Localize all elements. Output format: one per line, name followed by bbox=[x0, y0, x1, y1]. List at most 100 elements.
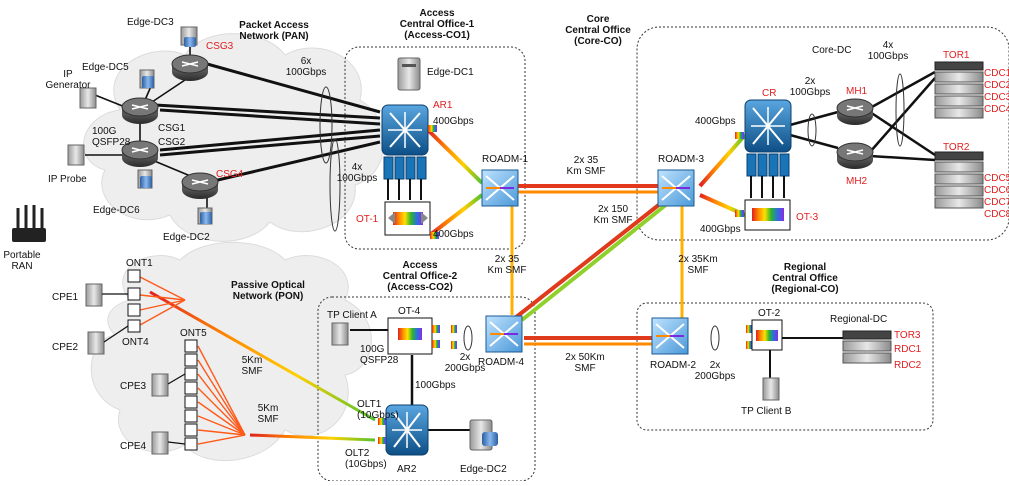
cdc-top-label-line-4: CDC4 bbox=[984, 104, 1009, 115]
tor1-label: TOR1 bbox=[943, 50, 970, 61]
cdc-top-label-line-1: CDC1 bbox=[984, 68, 1009, 79]
core-title-line-2: Central Office bbox=[565, 25, 631, 36]
cpe3-device bbox=[151, 373, 169, 397]
roadm1-label: ROADM-1 bbox=[482, 154, 529, 165]
ot1-400g-label: 400Gbps bbox=[433, 229, 474, 240]
ip-probe-device bbox=[67, 144, 85, 166]
pon-split-b bbox=[197, 345, 246, 445]
csg3-label: CSG3 bbox=[206, 41, 234, 52]
mh-tor-4x-label-line-2: 100Gbps bbox=[868, 51, 909, 62]
rdc1-label: RDC1 bbox=[894, 344, 922, 355]
edge-dc1-label: Edge-DC1 bbox=[427, 67, 474, 78]
regional-dc-title: Regional-DC bbox=[830, 314, 887, 325]
cdc-bot-label-line-2: CDC6 bbox=[984, 185, 1009, 196]
ip-generator-device bbox=[79, 87, 97, 109]
ar1-bundle-marker bbox=[329, 138, 341, 232]
csg3-router[interactable] bbox=[171, 54, 209, 81]
r3-r4-smf-label-line-1: 2x 150 bbox=[598, 204, 628, 215]
csg4-router[interactable] bbox=[181, 172, 219, 199]
edge-dc5-label: Edge-DC5 bbox=[82, 62, 129, 73]
roadm2-node[interactable] bbox=[651, 317, 689, 355]
edge-dc2-server bbox=[197, 207, 213, 225]
tor3-label: TOR3 bbox=[894, 330, 921, 341]
cr-mh-2x-label-line-1: 2x bbox=[805, 76, 816, 87]
roadm1-node[interactable] bbox=[481, 169, 519, 207]
edge-dc3-label: Edge-DC3 bbox=[127, 17, 174, 28]
cpe1-device bbox=[85, 283, 103, 307]
rdc2-label: RDC2 bbox=[894, 360, 922, 371]
tor3-rack bbox=[842, 330, 892, 364]
mh2-router[interactable] bbox=[836, 142, 874, 169]
pon-title-line-2: Network (PON) bbox=[233, 291, 304, 302]
optical-links bbox=[149, 128, 747, 442]
olt1-label-line-1: OLT1 bbox=[357, 399, 382, 410]
ot2-2x-label-line-2: 200Gbps bbox=[695, 371, 736, 382]
ot4-2x-label-line-1: 2x bbox=[460, 352, 471, 363]
pon-5km-b-label-line-1: 5Km bbox=[258, 403, 279, 414]
ot3-400g-label: 400Gbps bbox=[700, 224, 741, 235]
edge-dc3-server bbox=[180, 26, 198, 47]
ar1-router[interactable] bbox=[381, 104, 429, 156]
tp-client-b-label: TP Client B bbox=[741, 406, 792, 417]
coredc-bundle-b bbox=[895, 73, 905, 147]
core-dc-title: Core-DC bbox=[812, 45, 851, 56]
aco1-title-line-3: (Access-CO1) bbox=[404, 30, 470, 41]
pon-5km-a-label-line-2: SMF bbox=[241, 366, 262, 377]
cdc-bot-label-line-3: CDC7 bbox=[984, 197, 1009, 208]
aco2-title-line-1: Access bbox=[402, 260, 437, 271]
r4-r2-smf-label-line-2: SMF bbox=[574, 363, 595, 374]
tp-client-a-device bbox=[331, 322, 349, 346]
edge-dc2-label: Edge-DC2 bbox=[163, 232, 210, 243]
ar2-router[interactable] bbox=[378, 404, 429, 456]
ot2-label: OT-2 bbox=[758, 308, 781, 319]
roadm3-node[interactable] bbox=[657, 169, 695, 207]
ot3-transponder[interactable] bbox=[744, 199, 791, 231]
cpe2-label: CPE2 bbox=[52, 342, 79, 353]
ot3-label: OT-3 bbox=[796, 212, 819, 223]
olt2-label-line-1: OLT2 bbox=[345, 448, 370, 459]
qsfp28-pan-label-line-1: 100G bbox=[92, 126, 117, 137]
portable-ran-label-line-2: RAN bbox=[11, 261, 32, 272]
csg1-router[interactable] bbox=[121, 97, 159, 124]
tor2-rack bbox=[934, 151, 984, 209]
ot1-label: OT-1 bbox=[356, 214, 379, 225]
rco-title-line-2: Central Office bbox=[772, 273, 838, 284]
r1-r4-smf-label-line-1: 2x 35 bbox=[495, 254, 520, 265]
cpe4-label: CPE4 bbox=[120, 441, 147, 452]
portable-ran-device bbox=[12, 205, 46, 242]
ar1-4x-label-line-2: 100Gbps bbox=[337, 173, 378, 184]
ont-column-a bbox=[127, 269, 141, 333]
cr-400g-label: 400Gbps bbox=[695, 116, 736, 127]
portable-ran-label-line-1: Portable bbox=[3, 250, 41, 261]
csg2-router[interactable] bbox=[121, 140, 159, 167]
cpe2-device bbox=[87, 331, 105, 355]
roadm4-node[interactable] bbox=[485, 315, 523, 353]
cpe-links bbox=[102, 293, 186, 445]
aco1-title-line-2: Central Office-1 bbox=[400, 19, 475, 30]
core-co-box bbox=[636, 26, 1009, 241]
aco2-title-line-3: (Access-CO2) bbox=[387, 282, 453, 293]
rco-box bbox=[636, 302, 934, 431]
qsfp28-pan-label-line-2: QSFP28 bbox=[92, 137, 131, 148]
pon-split-a bbox=[139, 276, 186, 326]
olt1-label-line-2: (10Gbps) bbox=[357, 410, 399, 421]
csg2-label: CSG2 bbox=[158, 137, 186, 148]
cr-line-card-ports bbox=[750, 176, 785, 198]
ont5-label: ONT5 bbox=[180, 328, 207, 339]
qsfp28-aco2-label-line-2: QSFP28 bbox=[360, 355, 399, 366]
pan-bundle-marker bbox=[319, 86, 333, 164]
cdc-bot-label-line-4: CDC8 bbox=[984, 209, 1009, 220]
core-title-line-1: Core bbox=[587, 14, 610, 25]
ar1-line-card-ports bbox=[387, 179, 422, 200]
cr-router[interactable] bbox=[744, 99, 792, 153]
csg1-label: CSG1 bbox=[158, 123, 186, 134]
ot4-transponder[interactable] bbox=[387, 317, 440, 355]
r3-r2-smf-label-line-2: SMF bbox=[687, 265, 708, 276]
ar2-label: AR2 bbox=[397, 464, 417, 475]
rco-bundle bbox=[710, 325, 720, 351]
ot1-transponder[interactable] bbox=[384, 201, 431, 236]
ot2-transponder[interactable] bbox=[751, 319, 783, 351]
mh1-router[interactable] bbox=[836, 98, 874, 125]
